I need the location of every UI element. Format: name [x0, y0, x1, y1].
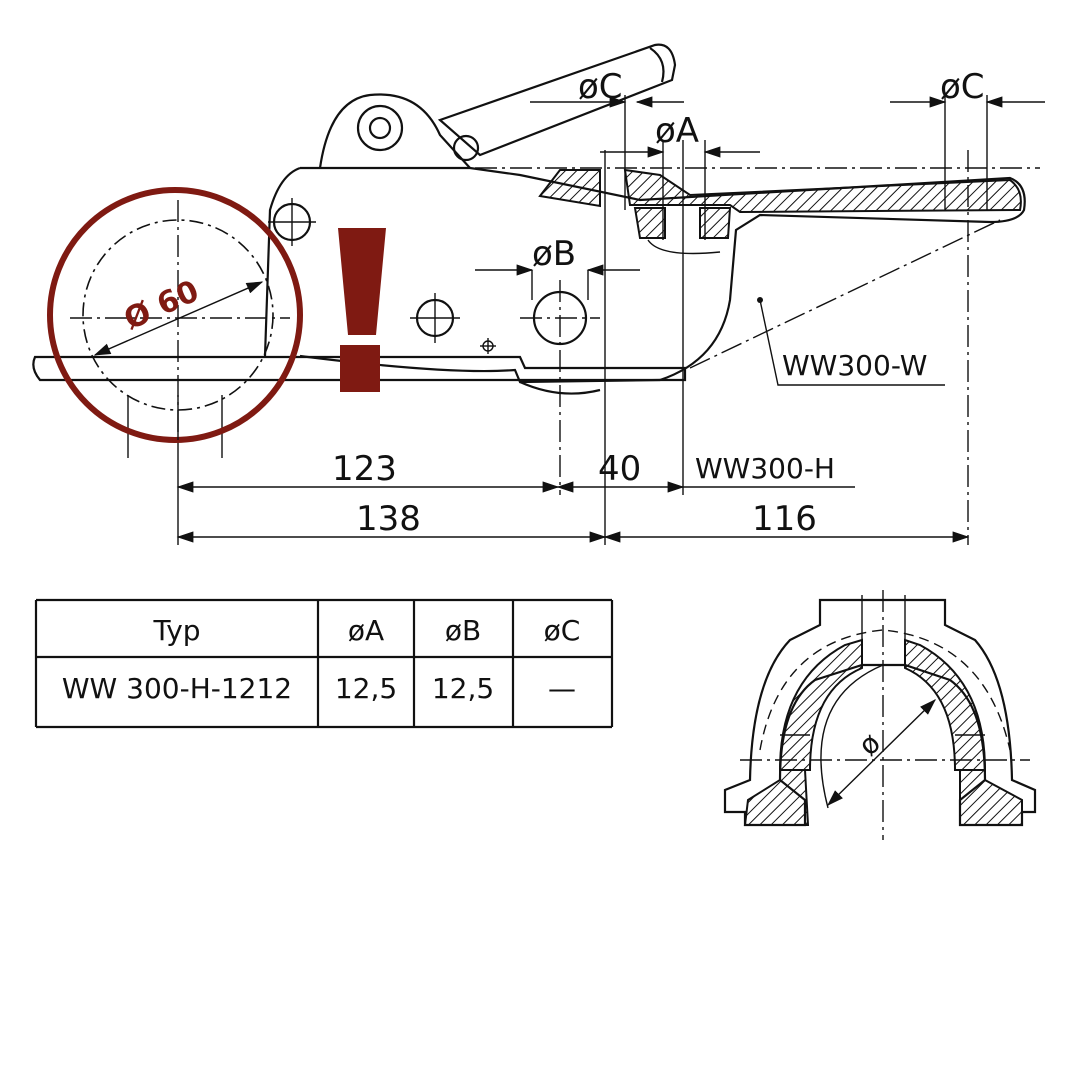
warning-exclamation-icon [338, 228, 386, 392]
ww300-w-label: WW300-W [782, 349, 927, 382]
coupling-side-view [32, 43, 1040, 545]
dimension-116: 116 [752, 499, 817, 539]
dimension-123: 123 [332, 449, 397, 489]
table-header-dia-b: øB [445, 614, 481, 647]
type-table: Typ øA øB øC WW 300-H-1212 12,5 12,5 — [34, 598, 614, 729]
table-header-dia-a: øA [348, 614, 384, 647]
diameter-60-label: Ø 60 [119, 274, 204, 338]
dimension-lines [176, 96, 1045, 543]
crosshair-hole [268, 198, 316, 246]
dimension-138: 138 [356, 499, 421, 539]
table-header-typ: Typ [152, 614, 200, 647]
dimension-40: 40 [598, 449, 641, 489]
crosshair-hole [410, 293, 460, 343]
crosshair-small [480, 338, 496, 354]
section-dia-label: ø [852, 726, 887, 761]
dia-c-label-left: øC [578, 67, 623, 107]
table-cell-dia-a: 12,5 [335, 672, 397, 705]
dia-a-label: øA [655, 111, 699, 151]
section-view: ø [723, 590, 1037, 840]
table-header-dia-c: øC [544, 614, 581, 647]
ball-diameter-highlight: Ø 60 [47, 187, 303, 443]
ww300-h-label: WW300-H [695, 452, 835, 485]
table-cell-dia-c: — [548, 672, 576, 705]
table-cell-dia-b: 12,5 [432, 672, 494, 705]
table-cell-typ: WW 300-H-1212 [62, 672, 292, 705]
dia-b-label: øB [532, 234, 576, 274]
dia-c-label-right: øC [940, 67, 985, 107]
